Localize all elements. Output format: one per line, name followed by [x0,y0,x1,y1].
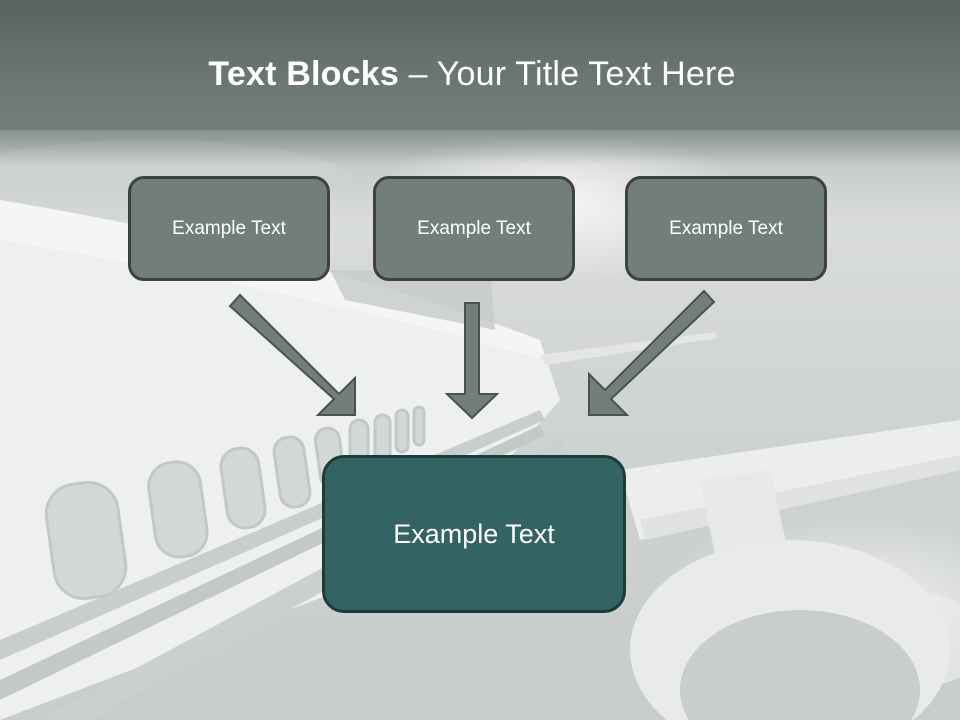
slide-title[interactable]: Text Blocks – Your Title Text Here [0,52,944,96]
slide-title-dash: – [398,55,437,93]
center-text-block[interactable]: Example Text [322,455,626,613]
text-block-2[interactable]: Example Text [373,176,575,281]
center-text-block-label: Example Text [393,518,555,549]
arrow-down-icon[interactable] [444,302,500,420]
slide-title-bold: Text Blocks [208,55,399,93]
slide-title-rest: Your Title Text Here [436,55,736,93]
text-block-1[interactable]: Example Text [128,176,330,281]
title-bar [0,0,960,130]
text-block-2-label: Example Text [417,217,531,239]
text-block-1-label: Example Text [172,217,286,239]
arrow-down-left-icon[interactable] [588,289,716,416]
text-block-3-label: Example Text [669,217,783,239]
text-block-3[interactable]: Example Text [625,176,827,281]
arrow-down-right-icon[interactable] [228,293,356,416]
title-bar-fade [0,125,960,165]
